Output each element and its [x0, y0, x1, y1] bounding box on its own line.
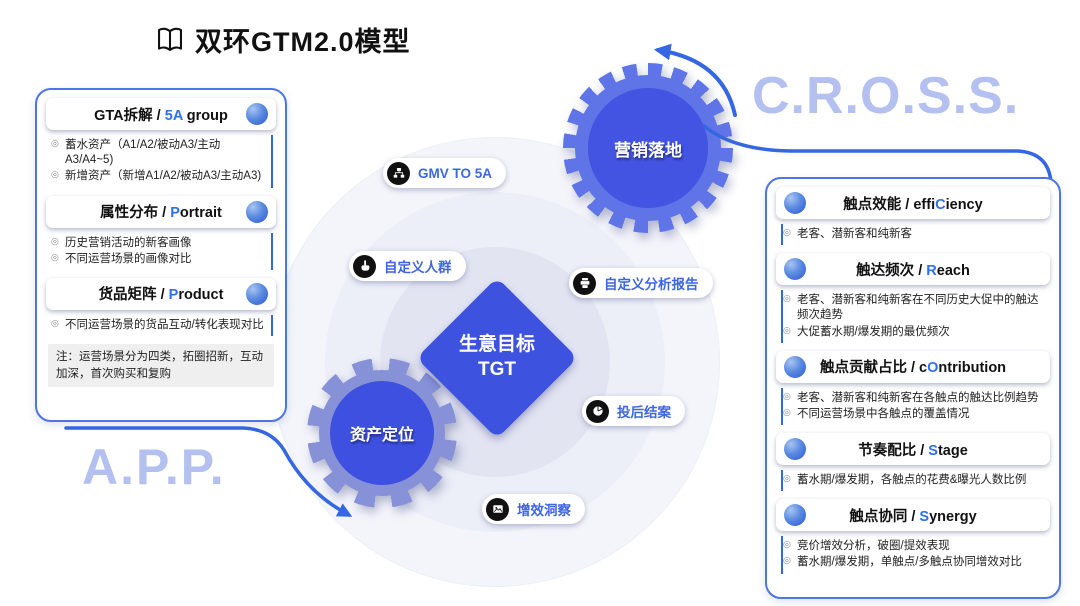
- pill-label: 投后结案: [617, 405, 671, 420]
- bullet-item: 蓄水期/爆发期，各触点的花费&曝光人数比例: [783, 473, 1041, 488]
- diamond-line1: 生意目标: [458, 334, 535, 356]
- header-product[interactable]: 货品矩阵 / Product: [46, 277, 276, 310]
- header-gta-5a-group[interactable]: GTA拆解 / 5A group: [46, 98, 276, 130]
- header-text: 属性分布 / Portrait: [100, 205, 222, 222]
- sphere-icon: [784, 258, 806, 281]
- image-icon: [486, 497, 509, 521]
- header-portrait[interactable]: 属性分布 / Portrait: [46, 195, 276, 228]
- bullet-item: 历史营销活动的新客画像: [51, 236, 265, 251]
- header-synergy[interactable]: 触点协同 / Synergy: [776, 499, 1050, 532]
- bullet-item: 老客、潜新客和纯新客在各触点的触达比例趋势: [783, 391, 1041, 406]
- printer-icon: [573, 271, 596, 295]
- pill-gmv-to-5a[interactable]: GMV TO 5A: [383, 158, 507, 188]
- pill-label: 自定义人群: [384, 260, 452, 275]
- pill-custom-report[interactable]: 自定义分析报告: [569, 268, 713, 298]
- operations-note: 注：运营场景分为四类，拓圈招新，互动加深，首次购买和复购: [48, 344, 274, 388]
- page-title: 双环GTM2.0模型: [155, 20, 411, 59]
- gear-label: 资产定位: [349, 427, 414, 444]
- bullet-item: 蓄水期/爆发期，单触点/多触点协同增效对比: [783, 555, 1041, 570]
- open-book-icon: [158, 27, 182, 51]
- bullet-item: 老客、潜新客和纯新客在不同历史大促中的触达频次趋势: [783, 293, 1041, 323]
- gear-asset-positioning[interactable]: 资产定位: [307, 358, 457, 508]
- watermark-app: A.P.P.: [82, 439, 226, 495]
- pill-label: GMV TO 5A: [418, 165, 493, 181]
- diamond-line2: TGT: [478, 359, 516, 380]
- sphere-icon: [784, 192, 806, 214]
- header-efficiency[interactable]: 触点效能 / effiCiency: [776, 187, 1050, 219]
- bullet-item: 老客、潜新客和纯新客: [783, 227, 1041, 242]
- sphere-icon: [246, 103, 268, 125]
- pill-label: 增效洞察: [517, 503, 571, 518]
- watermark-cross: C.R.O.S.S.: [752, 67, 1020, 125]
- left-panel-app: GTA拆解 / 5A group 蓄水资产（A1/A2/被动A3/主动A3/A4…: [35, 88, 287, 422]
- header-reach[interactable]: 触达频次 / Reach: [776, 253, 1050, 286]
- right-panel-cross: 触点效能 / effiCiency 老客、潜新客和纯新客 触达频次 / Reac…: [765, 177, 1061, 599]
- sphere-icon: [246, 282, 268, 305]
- bullet-item: 不同运营场景中各触点的覆盖情况: [783, 407, 1041, 422]
- pill-label: 自定义分析报告: [604, 277, 699, 292]
- bullet-item: 竞价增效分析，破圈/提效表现: [783, 539, 1041, 554]
- bullet-item: 不同运营场景的画像对比: [51, 252, 265, 267]
- sphere-icon: [784, 355, 806, 378]
- business-target-diamond[interactable]: 生意目标 TGT: [416, 277, 578, 439]
- header-text: 触点效能 / effiCiency: [843, 196, 983, 213]
- bullet-item: 大促蓄水期/爆发期的最优频次: [783, 325, 1041, 340]
- header-text: 货品矩阵 / Product: [98, 287, 224, 304]
- header-text: GTA拆解 / 5A group: [94, 107, 228, 124]
- header-text: 触点协同 / Synergy: [849, 508, 977, 525]
- pill-post-campaign-report[interactable]: 投后结案: [582, 396, 685, 426]
- header-text: 触点贡献占比 / cOntribution: [819, 360, 1007, 377]
- pill-incremental-insight[interactable]: 增效洞察: [482, 494, 585, 524]
- header-contribution[interactable]: 触点贡献占比 / cOntribution: [776, 350, 1050, 383]
- bullet-item: 新增资产（新增A1/A2/被动A3/主动A3): [51, 169, 265, 184]
- gear-marketing-execution[interactable]: 营销落地: [563, 63, 733, 233]
- pill-custom-audience[interactable]: 自定义人群: [349, 251, 466, 281]
- header-text: 节奏配比 / Stage: [858, 442, 968, 459]
- sphere-icon: [784, 438, 806, 461]
- bullet-item: 蓄水资产（A1/A2/被动A3/主动A3/A4~5): [51, 138, 265, 168]
- pie-chart-icon: [586, 399, 609, 423]
- bullet-item: 不同运营场景的货品互动/转化表现对比: [51, 318, 265, 333]
- gear-label: 营销落地: [614, 140, 682, 160]
- sphere-icon: [784, 504, 806, 527]
- header-text: 触达频次 / Reach: [856, 262, 970, 279]
- sitemap-icon: [387, 161, 410, 185]
- header-stage[interactable]: 节奏配比 / Stage: [776, 433, 1050, 466]
- sphere-icon: [246, 200, 268, 223]
- title-text: 双环GTM2.0模型: [195, 27, 411, 57]
- hand-pointer-icon: [353, 254, 376, 278]
